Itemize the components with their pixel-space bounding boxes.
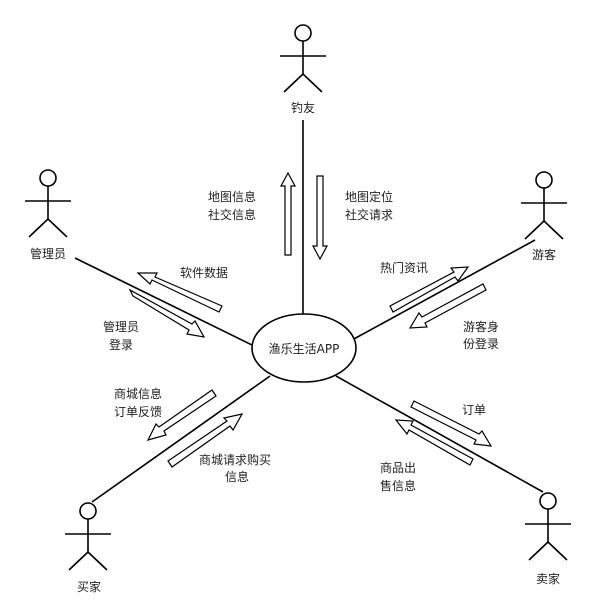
- connector-seller: [335, 375, 544, 493]
- flow-label-seller-in-2: 售信息: [380, 478, 416, 493]
- flow-label-buyer-out-1: 商城信息: [114, 386, 162, 401]
- actor-label-tourist: 游客: [532, 247, 556, 262]
- flow-label-angler-in-1: 地图定位: [345, 189, 393, 204]
- flow-label-angler-out-2: 社交信息: [208, 207, 256, 222]
- flow-label-angler-out-1: 地图信息: [208, 189, 256, 204]
- flow-arrow-tourist-in: [408, 283, 487, 329]
- flow-arrow-seller-in: [394, 419, 474, 466]
- flow-arrow-tourist-out: [389, 266, 470, 313]
- flow-arrow-buyer-out: [146, 389, 217, 441]
- flow-label-tourist-in-2: 份登录: [463, 336, 499, 351]
- flow-label-buyer-in-2: 信息: [225, 469, 249, 484]
- system-label: 渔乐生活APP: [269, 342, 340, 356]
- connector-tourist: [351, 239, 536, 341]
- connector-admin: [74, 257, 259, 349]
- flow-label-seller-out-1: 订单: [462, 403, 486, 417]
- flow-arrow-admin-in: [128, 288, 206, 338]
- actor-label-admin: 管理员: [30, 246, 66, 261]
- flow-arrow-seller-out: [410, 400, 493, 447]
- actor-label-buyer: 买家: [77, 579, 101, 594]
- flow-label-angler-in-2: 社交请求: [345, 207, 393, 222]
- flow-arrow-admin-out: [136, 272, 223, 313]
- flow-label-seller-in-1: 商品出: [380, 460, 416, 475]
- actor-label-angler: 钓友: [291, 101, 315, 115]
- flow-label-admin-in-2: 登录: [109, 337, 133, 352]
- flow-arrow-angler-out: [279, 171, 297, 256]
- flow-label-tourist-out-1: 热门资讯: [380, 260, 428, 275]
- connector-buyer: [91, 375, 271, 503]
- actor-head: [539, 492, 557, 510]
- actor-tourist[interactable]: [521, 171, 567, 240]
- actor-label-seller: 卖家: [536, 571, 560, 586]
- actor-admin[interactable]: [25, 169, 71, 238]
- actor-seller[interactable]: [525, 492, 571, 561]
- flow-arrow-buyer-in: [167, 413, 244, 468]
- flow-label-admin-out-1: 软件数据: [180, 265, 228, 280]
- system-ellipse[interactable]: [251, 313, 357, 383]
- flow-label-tourist-in-1: 游客身: [463, 319, 499, 334]
- actor-head: [294, 24, 312, 42]
- flow-label-buyer-out-2: 订单反馈: [114, 405, 162, 419]
- flow-label-admin-in-1: 管理员: [103, 319, 139, 334]
- flow-arrow-angler-in: [311, 175, 329, 261]
- actor-head: [39, 169, 57, 187]
- actor-angler[interactable]: [280, 24, 326, 93]
- actor-buyer[interactable]: [65, 502, 111, 571]
- flow-label-buyer-in-1: 商城请求购买: [199, 452, 271, 467]
- actor-head: [79, 502, 97, 520]
- actor-head: [535, 171, 553, 189]
